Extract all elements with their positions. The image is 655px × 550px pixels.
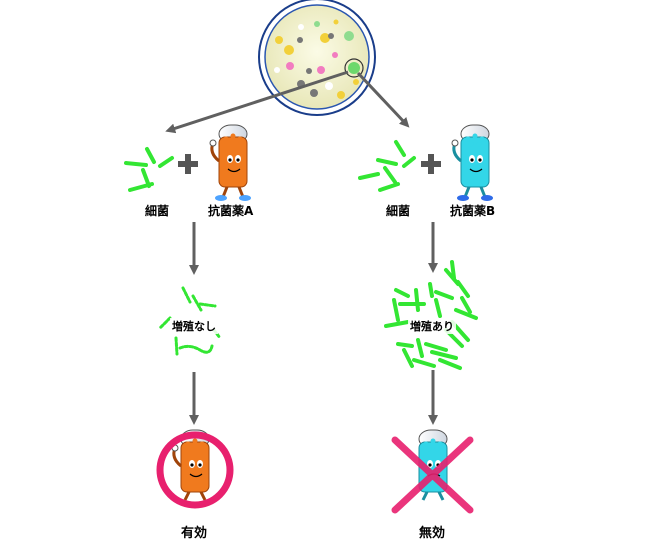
- label-bacteria-right: 細菌: [386, 204, 411, 218]
- plus-icon: [421, 154, 441, 174]
- label-drug-a: 抗菌薬A: [208, 204, 254, 218]
- arrow-to-right: [356, 71, 410, 128]
- plus-icon: [178, 154, 198, 174]
- label-growth: 増殖あり: [408, 318, 456, 334]
- capsule-character-icon: [451, 124, 493, 201]
- capsule-character-icon: [209, 124, 251, 201]
- label-bacteria-left: 細菌: [145, 204, 170, 218]
- bacteria-cluster-right: [358, 140, 416, 192]
- petri-dish-icon: [258, 0, 376, 116]
- bacteria-growth: [384, 260, 478, 370]
- label-effective: 有効: [181, 526, 208, 541]
- bacteria-no-growth: [158, 286, 222, 356]
- cross-mark-icon: [391, 436, 474, 514]
- bacteria-cluster-left: [124, 147, 174, 192]
- label-no-growth: 増殖なし: [170, 318, 218, 334]
- label-drug-b: 抗菌薬B: [450, 204, 496, 218]
- label-ineffective: 無効: [419, 526, 446, 541]
- arrow-to-left: [165, 70, 349, 134]
- circle-mark-icon: [156, 431, 234, 509]
